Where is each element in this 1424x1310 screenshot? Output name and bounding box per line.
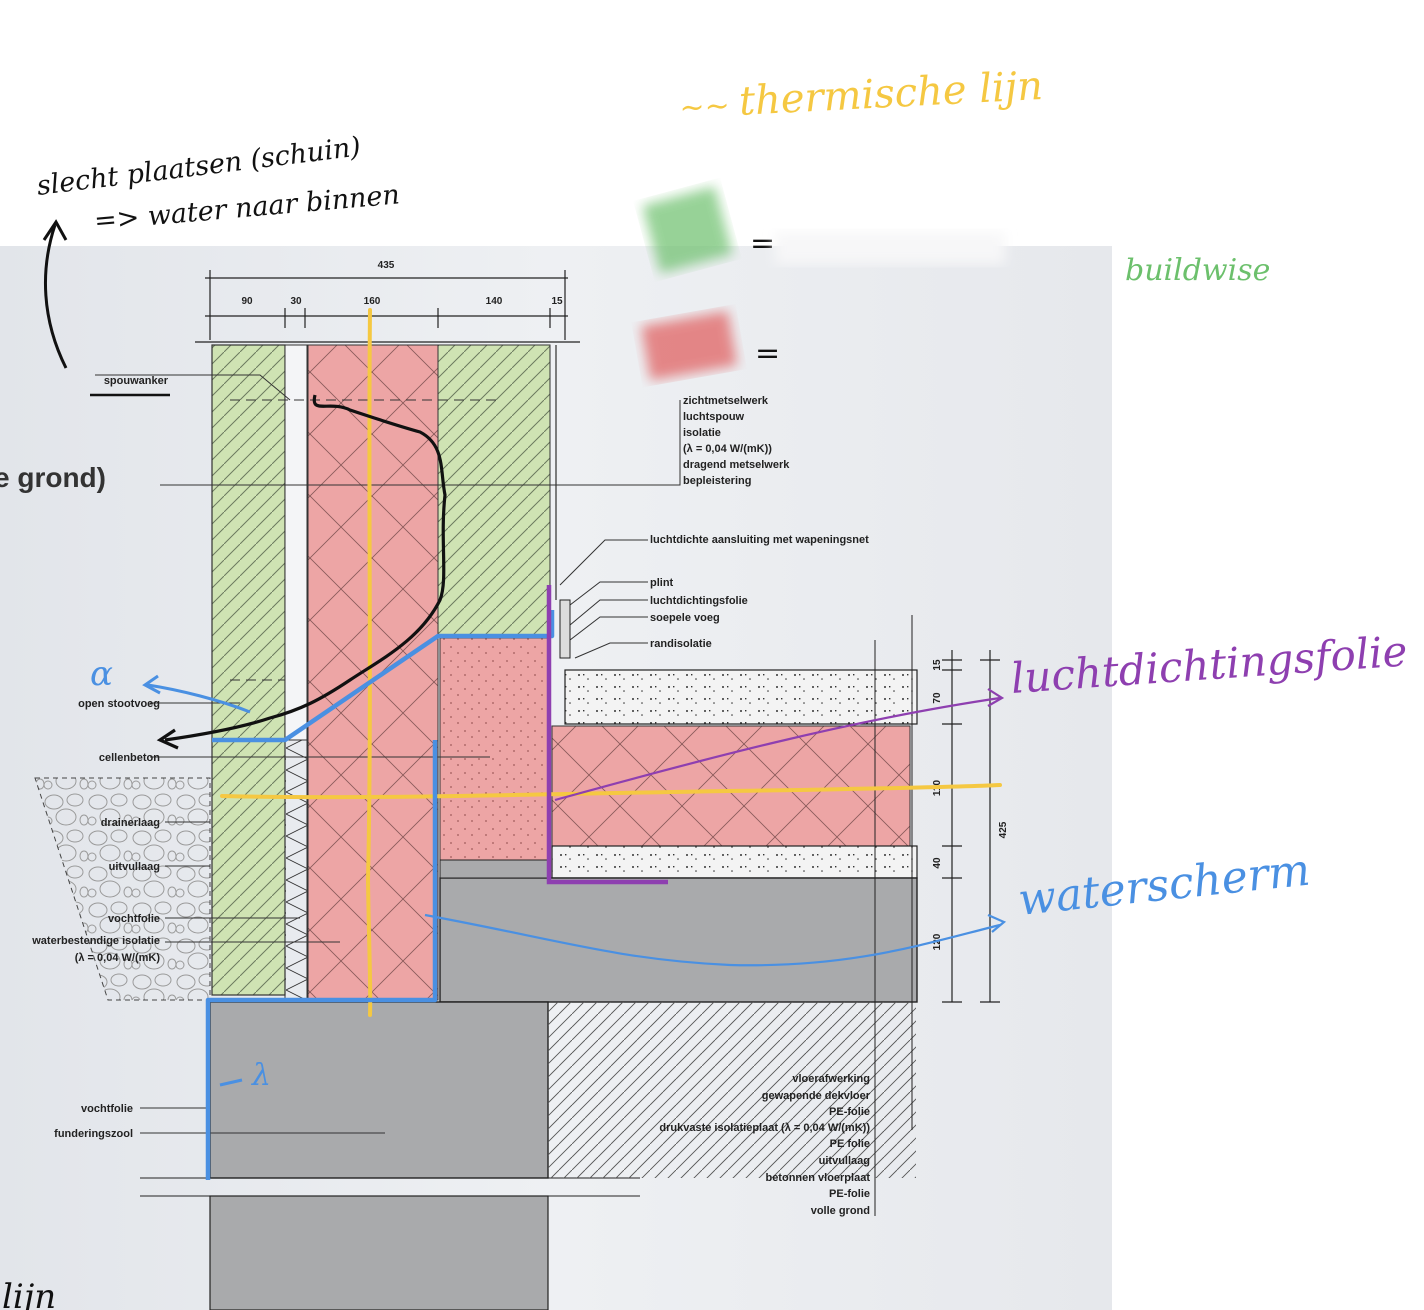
label-vochtfolie-2: vochtfolie xyxy=(81,1103,133,1115)
svg-text:(λ = 0,04 W/(mK)): (λ = 0,04 W/(mK)) xyxy=(683,443,772,455)
svg-text:plint: plint xyxy=(650,577,674,589)
alpha-mark: α xyxy=(90,654,113,694)
labels-plint: plint luchtdichtingsfolie soepele voeg r… xyxy=(650,577,748,650)
water-ingress-path xyxy=(164,394,447,742)
thermal-line-label: ~~ thermische lijn xyxy=(678,63,1044,128)
svg-text:dragend metselwerk: dragend metselwerk xyxy=(683,459,790,471)
label-waterbestendige-isolatie: waterbestendige isolatie xyxy=(31,935,160,947)
thermal-line-squiggle: ~~ xyxy=(679,88,741,126)
label-spouwanker: spouwanker xyxy=(104,375,169,387)
dim-total: 435 xyxy=(378,260,395,271)
dim-right-2: 70 xyxy=(932,692,943,704)
svg-text:isolatie: isolatie xyxy=(683,427,721,439)
green-swatch xyxy=(642,186,733,274)
svg-text:randisolatie: randisolatie xyxy=(650,638,712,650)
svg-text:luchtdichtingsfolie: luchtdichtingsfolie xyxy=(650,595,748,607)
erased-text xyxy=(775,232,1005,264)
red-equals: = xyxy=(755,336,780,371)
note-arrow xyxy=(44,224,68,369)
bottom-fragment: lijn xyxy=(2,1277,56,1310)
svg-text:bepleistering: bepleistering xyxy=(683,475,751,487)
label-cellenbeton: cellenbeton xyxy=(99,752,160,764)
svg-text:PE folie: PE folie xyxy=(830,1138,870,1150)
dim-part-5: 15 xyxy=(551,296,563,307)
heading-fragment: e grond) xyxy=(0,462,106,493)
labels-wall-layers: zichtmetselwerk luchtspouw isolatie (λ =… xyxy=(683,395,790,487)
waterscreen-line xyxy=(205,610,555,1180)
label-luchtdichte-aansluiting: luchtdichte aansluiting met wapeningsnet xyxy=(650,534,869,546)
waterscherm-arrow xyxy=(424,913,1001,967)
foundation-below xyxy=(209,1195,549,1310)
red-swatch xyxy=(640,310,738,381)
label-drainerlaag: drainerlaag xyxy=(101,817,160,829)
svg-text:PE-folie: PE-folie xyxy=(829,1106,870,1118)
dim-part-1: 90 xyxy=(241,296,253,307)
right-dimensions xyxy=(942,650,1000,1003)
svg-text:PE-folie: PE-folie xyxy=(829,1188,870,1200)
green-equals: = xyxy=(750,226,775,261)
dim-right-4: 40 xyxy=(932,857,943,869)
svg-text:volle grond: volle grond xyxy=(811,1205,870,1217)
label-vochtfolie: vochtfolie xyxy=(108,913,160,925)
air-cavity xyxy=(284,344,308,741)
lambda-mark: λ xyxy=(251,1058,271,1093)
alpha-arrow xyxy=(147,683,251,714)
labels-floor: vloerafwerking gewapende dekvloer PE-fol… xyxy=(659,1073,870,1217)
airtight-line xyxy=(546,585,668,885)
dim-right-1: 15 xyxy=(932,659,943,671)
svg-text:vloerafwerking: vloerafwerking xyxy=(792,1073,870,1085)
foundation-footing xyxy=(209,1001,549,1179)
dim-part-2: 30 xyxy=(290,296,302,307)
label-uitvullaag: uitvullaag xyxy=(109,861,160,873)
svg-text:soepele voeg: soepele voeg xyxy=(650,612,720,624)
buildwise-label: buildwise xyxy=(1125,253,1270,288)
leader-lines xyxy=(95,374,681,1134)
top-dimensions xyxy=(195,270,580,343)
dim-right-total: 425 xyxy=(998,821,1009,838)
svg-text:zichtmetselwerk: zichtmetselwerk xyxy=(683,395,769,407)
svg-text:luchtspouw: luchtspouw xyxy=(683,411,745,423)
svg-text:betonnen vloerplaat: betonnen vloerplaat xyxy=(765,1172,870,1184)
plint xyxy=(559,599,571,659)
luchtdichting-arrow xyxy=(554,696,1001,802)
label-funderingszool: funderingszool xyxy=(54,1128,133,1140)
label-lambda-note: (λ = 0,04 W/(mK) xyxy=(75,952,161,964)
concrete-slab xyxy=(439,877,918,1003)
thermal-line xyxy=(220,308,1002,1017)
label-open-stootvoeg: open stootvoeg xyxy=(78,698,160,710)
svg-text:uitvullaag: uitvullaag xyxy=(819,1155,870,1167)
svg-text:drukvaste isolatieplaat (λ = 0: drukvaste isolatieplaat (λ = 0,04 W/(mK)… xyxy=(659,1122,870,1134)
cavity-zigzag-insulation xyxy=(284,739,308,1001)
ground-herringbone xyxy=(548,1002,916,1178)
svg-text:gewapende dekvloer: gewapende dekvloer xyxy=(762,1090,871,1102)
dim-part-3: 160 xyxy=(364,296,381,307)
dim-part-4: 140 xyxy=(486,296,503,307)
